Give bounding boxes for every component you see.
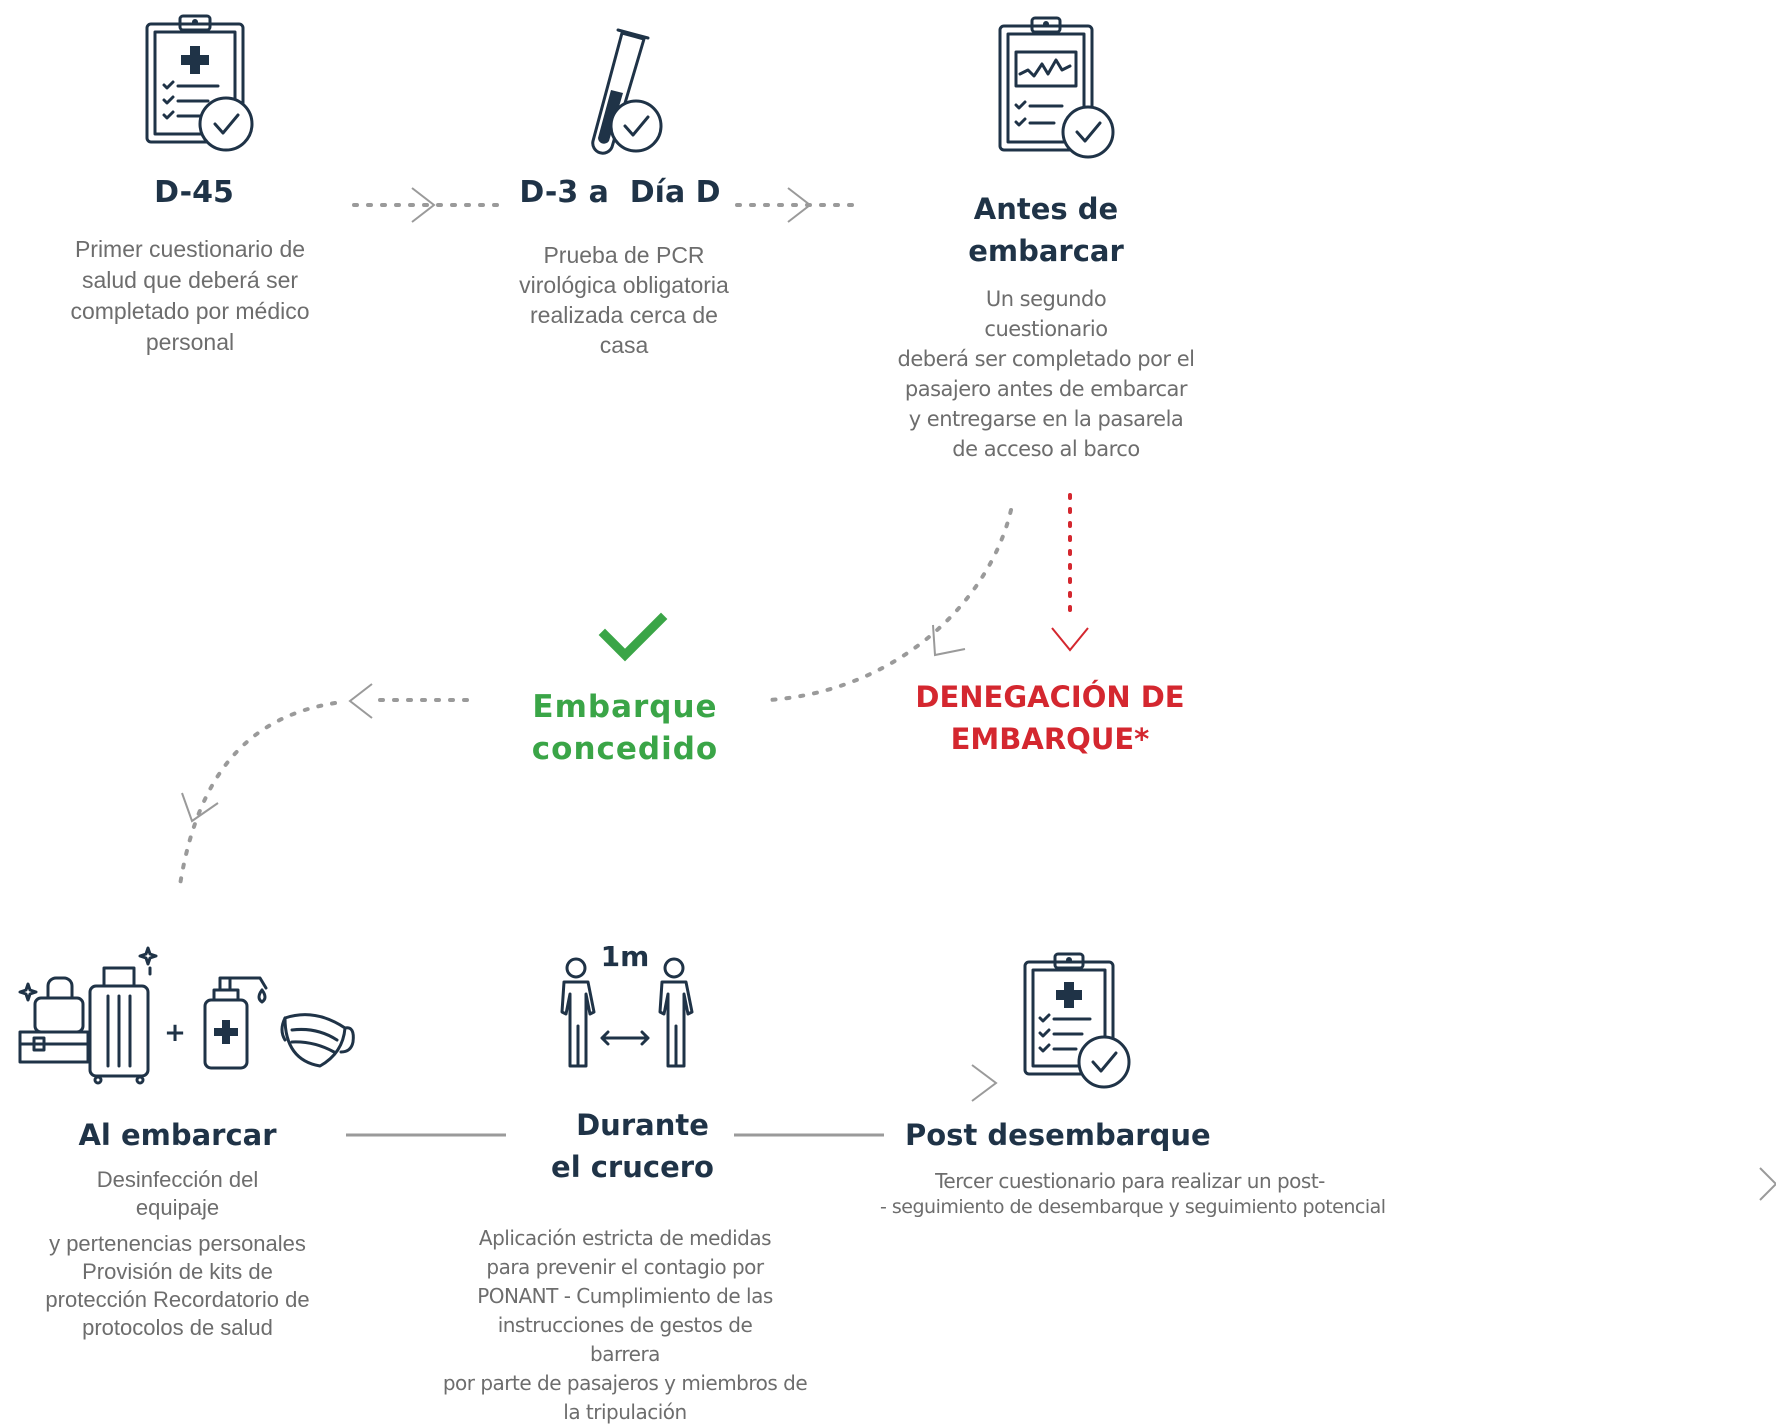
distance-label: 1m [600, 940, 650, 973]
chevron-right-icon [1759, 1167, 1776, 1201]
step-title-al-embarcar: Al embarcar [78, 1118, 277, 1152]
step-desc-post: Tercer cuestionario para realizar un pos… [880, 1169, 1386, 1218]
clipboard-medical-check-icon [145, 14, 254, 152]
face-mask-icon [280, 1013, 355, 1068]
step-desc-durante: Aplicación estricta de medidas para prev… [442, 1226, 808, 1424]
step-title-durante: Durante el crucero [551, 1108, 714, 1184]
checkmark-icon [598, 612, 668, 662]
step-desc-d45: Primer cuestionario de salud que deberá … [70, 236, 310, 355]
clipboard-chart-check-icon [998, 16, 1115, 159]
chevron-right-icon [971, 1064, 998, 1102]
outcome-granted: Embarque concedido [531, 689, 719, 767]
arrow-granted-to-al-embarcar [178, 683, 472, 887]
clipboard-medical-check-icon-post [1023, 952, 1131, 1089]
step-title-antes: Antes de embarcar [968, 192, 1124, 268]
step-desc-d3: Prueba de PCR virológica obligatoria rea… [519, 242, 729, 358]
test-tube-check-icon [591, 28, 663, 155]
step-desc-al-embarcar: Desinfección del equipaje y pertenencias… [45, 1167, 310, 1340]
arrow-d45-to-d3 [352, 187, 507, 223]
arrow-antes-to-granted [768, 508, 1013, 702]
step-title-d45: D-45 [154, 175, 234, 210]
plus-sign: + [164, 1018, 186, 1048]
step-desc-antes: Un segundo cuestionario deberá ser compl… [897, 287, 1195, 461]
step-title-d3: D-3 a Día D [519, 175, 721, 210]
luggage-icon [18, 946, 158, 1085]
outcome-denied: DENEGACIÓN DE EMBARQUE* [915, 680, 1185, 756]
arrow-d3-to-antes [735, 187, 854, 223]
arrow-antes-to-denied [1051, 493, 1089, 652]
hand-sanitizer-icon [203, 976, 268, 1070]
social-distance-icon [560, 957, 694, 1068]
step-title-post: Post desembarque [905, 1118, 1211, 1152]
